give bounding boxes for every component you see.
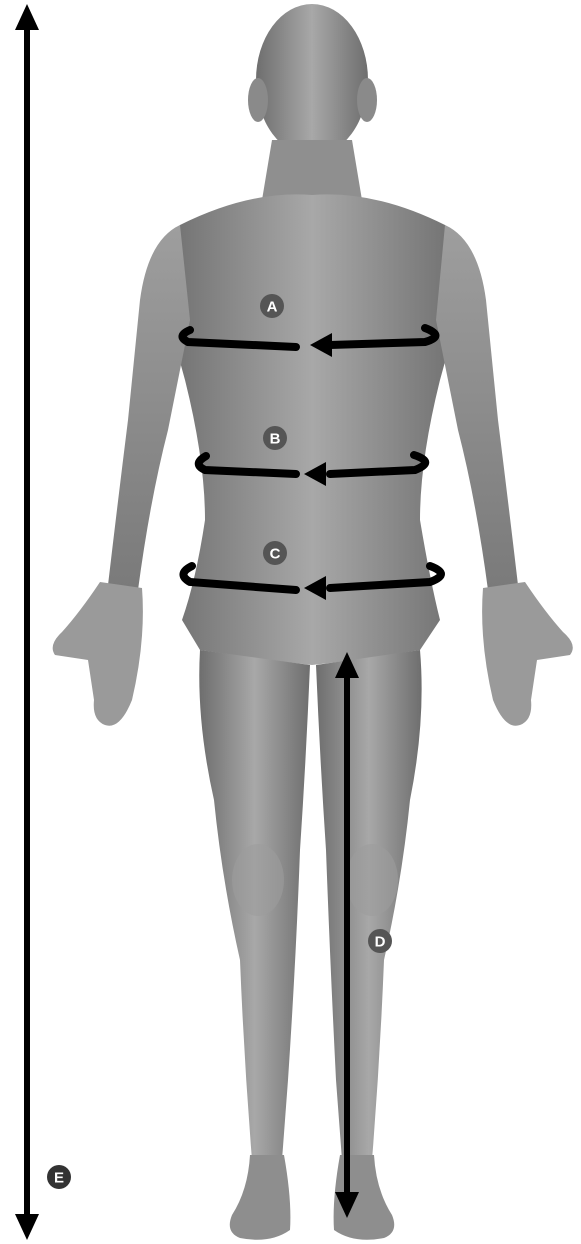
human-figure xyxy=(53,4,573,1240)
badge-b-label: B xyxy=(270,431,281,448)
badge-c: C xyxy=(263,541,287,565)
neck xyxy=(262,140,362,200)
badge-d-label: D xyxy=(375,934,386,951)
left-foot xyxy=(230,1155,291,1240)
badge-a-label: A xyxy=(267,299,278,316)
head xyxy=(256,4,368,156)
right-knee xyxy=(346,844,398,916)
badge-b: B xyxy=(263,426,287,450)
right-ear xyxy=(357,78,377,122)
badge-c-label: C xyxy=(270,546,281,563)
badge-a: A xyxy=(260,294,284,318)
left-hand xyxy=(53,582,143,726)
left-knee xyxy=(232,844,284,916)
right-hand xyxy=(482,582,573,726)
badge-d: D xyxy=(368,929,392,953)
left-arm xyxy=(108,225,190,590)
left-ear xyxy=(248,78,268,122)
badge-e-label: E xyxy=(54,1170,64,1187)
badge-e: E xyxy=(47,1165,71,1189)
height-measurement xyxy=(15,4,39,1240)
torso xyxy=(161,194,464,665)
right-arm xyxy=(436,225,518,590)
